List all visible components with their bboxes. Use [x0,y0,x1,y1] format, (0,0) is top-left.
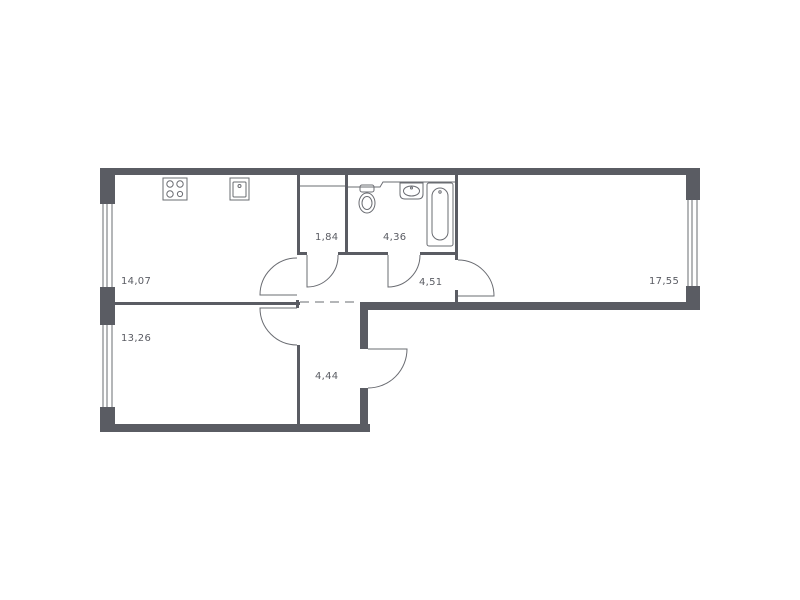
area-corridor: 4,44 [315,371,339,382]
fixtures [162,177,454,247]
area-wardrobe: 1,84 [315,232,339,243]
bath-sink-icon [399,182,424,200]
area-bathroom: 4,36 [383,232,407,243]
door-entrance [367,348,408,389]
area-hallway: 4,51 [419,277,443,288]
door-bedroom [259,307,298,346]
door-kitchen [259,257,298,296]
area-bedroom: 13,26 [121,333,152,344]
stove-icon [162,177,188,201]
walls [100,168,700,432]
door-bathroom [387,254,421,288]
area-kitchen: 14,07 [121,276,152,287]
kitchen-sink-icon [229,177,250,201]
toilet-icon [358,184,376,214]
door-wardrobe [306,254,339,288]
door-living-room [457,259,495,297]
area-living-room: 17,55 [649,276,680,287]
windows [102,200,698,407]
thin-lines [300,181,455,303]
doors [259,254,495,389]
bathtub-icon [426,182,454,247]
